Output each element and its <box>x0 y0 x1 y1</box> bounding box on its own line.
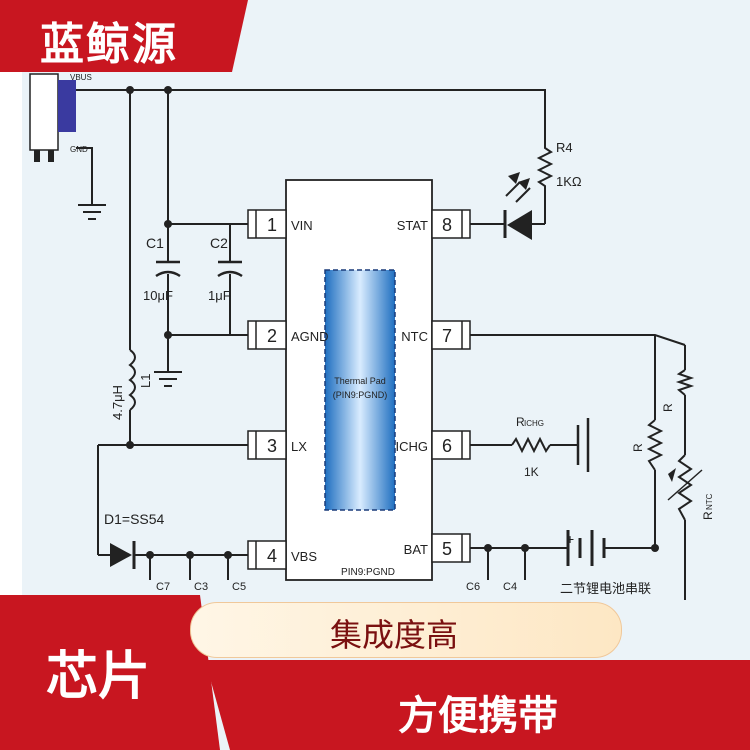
resistor-rb <box>675 369 695 396</box>
product-name: 芯片 <box>46 647 151 707</box>
c2-value: 1μF <box>208 288 231 303</box>
ic-pin-name-vbs: VBS <box>291 549 317 564</box>
ic-pin-right-7 <box>431 320 471 350</box>
ic-pins: 1 VIN 2 AGND 3 LX 4 VBS 8 STAT 7 NTC 6 ICHG 5 BAT <box>247 209 471 570</box>
ground-symbols <box>78 204 182 387</box>
ic-pin-name-vin: VIN <box>291 218 313 233</box>
junction-dots <box>126 86 659 559</box>
ra-label: R <box>631 443 645 452</box>
ic-pin-number-2: 2 <box>267 326 277 346</box>
inductor-l1 <box>128 349 136 411</box>
battery-label: 二节锂电池串联 <box>560 581 651 596</box>
c6-label: C6 <box>466 581 480 593</box>
ic-pin-name-agnd: AGND <box>291 329 329 344</box>
ic-pin-left-1 <box>247 209 287 239</box>
ic-pin-name-ichg: ICHG <box>396 439 429 454</box>
feature-2-text: 方便携带 <box>398 693 558 739</box>
brand-banner-shape <box>0 0 248 72</box>
rntc-sub-label: NTC <box>705 493 714 510</box>
c4-label: C4 <box>503 581 517 593</box>
richg-sub-label: ICHG <box>524 419 544 428</box>
ic-pin-left-4 <box>247 540 287 570</box>
r4-value: 1KΩ <box>556 174 582 189</box>
product-banner-shape <box>0 595 220 750</box>
ic-pin-left-2 <box>247 320 287 350</box>
ic-pin-number-7: 7 <box>442 326 452 346</box>
rb-label: R <box>661 403 675 412</box>
ic-pin-right-8 <box>431 209 471 239</box>
capacitors-input <box>155 260 243 278</box>
ic-pin-name-stat: STAT <box>397 218 428 233</box>
ic-pin-number-8: 8 <box>442 215 452 235</box>
ic-pin-number-4: 4 <box>267 546 277 566</box>
svg-text:+: + <box>566 531 574 547</box>
ic-pin-number-1: 1 <box>267 215 277 235</box>
c2-label: C2 <box>210 235 228 251</box>
wires <box>76 89 686 600</box>
feature-1-text: 集成度高 <box>330 616 459 654</box>
led-indicator <box>503 172 532 240</box>
richg-value: 1K <box>524 465 539 479</box>
pgnd-label: PIN9:PGND <box>341 567 395 578</box>
ic-pin-left-3 <box>247 430 287 460</box>
usb-connector: VBUS GND <box>29 73 92 162</box>
l1-label: L1 <box>138 374 153 388</box>
ic-pin-right-6 <box>431 430 471 460</box>
usb-vbus-label: VBUS <box>70 73 92 82</box>
c1-label: C1 <box>146 235 164 251</box>
ic-pin-number-6: 6 <box>442 436 452 456</box>
d1-label: D1=SS54 <box>104 511 165 527</box>
rntc-label: R <box>701 511 715 520</box>
ic-pin-name-lx: LX <box>291 439 307 454</box>
battery-symbol: + <box>566 530 606 566</box>
c5-label: C5 <box>232 581 246 593</box>
ic-pin-number-3: 3 <box>267 436 277 456</box>
ic-pin-name-ntc: NTC <box>401 329 428 344</box>
r4-label: R4 <box>556 140 573 155</box>
brand-name: 蓝鲸源 <box>40 19 178 70</box>
ic-pin-number-5: 5 <box>442 539 452 559</box>
resistor-richg <box>511 418 590 472</box>
ic-pin-name-bat: BAT <box>404 542 428 557</box>
diode-d1 <box>110 541 136 569</box>
usb-gnd-label: GND <box>70 145 88 154</box>
resistor-ra <box>646 419 664 471</box>
feature-pill <box>190 602 622 658</box>
c3-label: C3 <box>194 581 208 593</box>
feature-banner-shape <box>205 660 750 750</box>
richg-label: R <box>516 415 525 429</box>
l1-value: 4.7μH <box>110 385 125 420</box>
ic-pin-right-5 <box>431 533 471 563</box>
thermal-pad-sublabel: (PIN9:PGND) <box>333 390 388 400</box>
c7-label: C7 <box>156 581 170 593</box>
resistor-r4 <box>536 140 554 200</box>
thermistor-rntc <box>667 454 703 521</box>
c1-value: 10μF <box>143 288 173 303</box>
thermal-pad <box>324 269 396 511</box>
thermal-pad-label: Thermal Pad <box>334 376 386 386</box>
